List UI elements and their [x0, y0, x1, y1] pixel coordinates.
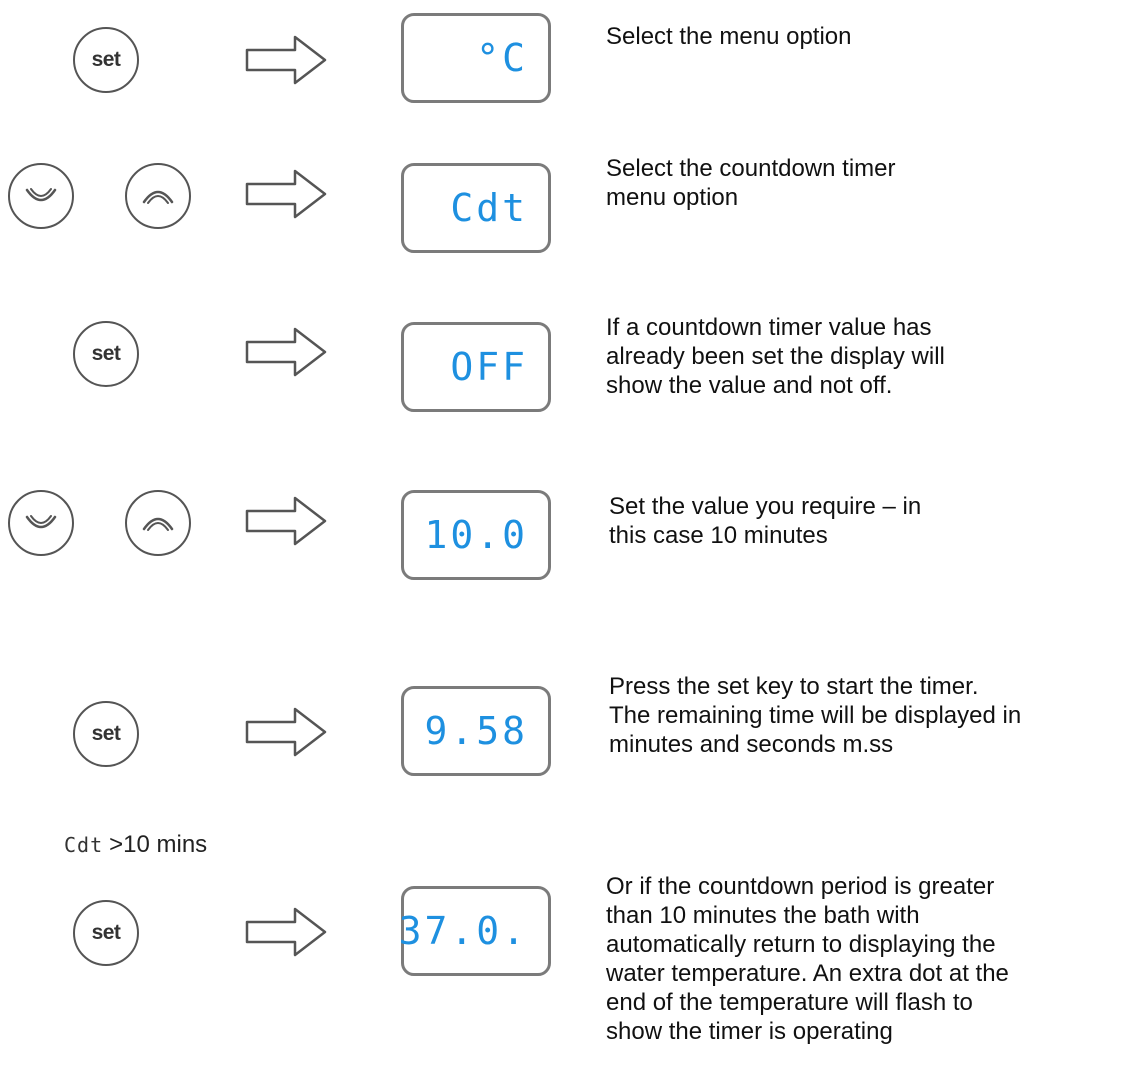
right-arrow-icon	[245, 496, 327, 546]
lcd-display: Cdt	[401, 163, 551, 253]
right-arrow-icon	[245, 707, 327, 757]
set-button[interactable]: set	[73, 701, 139, 767]
right-arrow-icon	[245, 169, 327, 219]
lcd-display: OFF	[401, 322, 551, 412]
set-button[interactable]: set	[73, 321, 139, 387]
set-button[interactable]: set	[73, 27, 139, 93]
chevron-down-icon	[25, 188, 57, 202]
lcd-display: 37.0.	[398, 886, 551, 976]
set-button-label: set	[91, 722, 121, 745]
lcd-readout: OFF	[450, 345, 528, 389]
lcd-display: °C	[401, 13, 551, 103]
lcd-readout: 37.0.	[398, 909, 528, 953]
up-button[interactable]	[125, 490, 191, 556]
up-button[interactable]	[125, 163, 191, 229]
cdt-threshold-note: Cdt>10 mins	[64, 831, 207, 859]
set-button[interactable]: set	[73, 900, 139, 966]
step-description: If a countdown timer value has already b…	[606, 314, 945, 399]
right-arrow-icon	[245, 35, 327, 85]
lcd-readout: 10.0	[424, 513, 528, 557]
set-button-label: set	[91, 921, 121, 944]
step-description: Select the menu option	[606, 23, 852, 50]
chevron-down-icon	[25, 515, 57, 529]
lcd-readout: 9.58	[424, 709, 528, 753]
chevron-up-icon	[142, 190, 174, 204]
cdt-code: Cdt	[64, 833, 104, 857]
step-description: Select the countdown timer menu option	[606, 155, 896, 211]
right-arrow-icon	[245, 327, 327, 377]
lcd-display: 9.58	[401, 686, 551, 776]
chevron-up-icon	[142, 517, 174, 531]
set-button-label: set	[91, 342, 121, 365]
step-description: Set the value you require – in this case…	[609, 493, 922, 549]
step-description: Press the set key to start the timer. Th…	[609, 673, 1022, 758]
set-button-label: set	[91, 48, 121, 71]
right-arrow-icon	[245, 907, 327, 957]
down-button[interactable]	[8, 163, 74, 229]
lcd-readout: Cdt	[450, 186, 528, 230]
down-button[interactable]	[8, 490, 74, 556]
lcd-readout: °C	[476, 36, 528, 80]
cdt-note-text: >10 mins	[109, 831, 208, 858]
step-description: Or if the countdown period is greater th…	[606, 873, 1009, 1045]
lcd-display: 10.0	[401, 490, 551, 580]
